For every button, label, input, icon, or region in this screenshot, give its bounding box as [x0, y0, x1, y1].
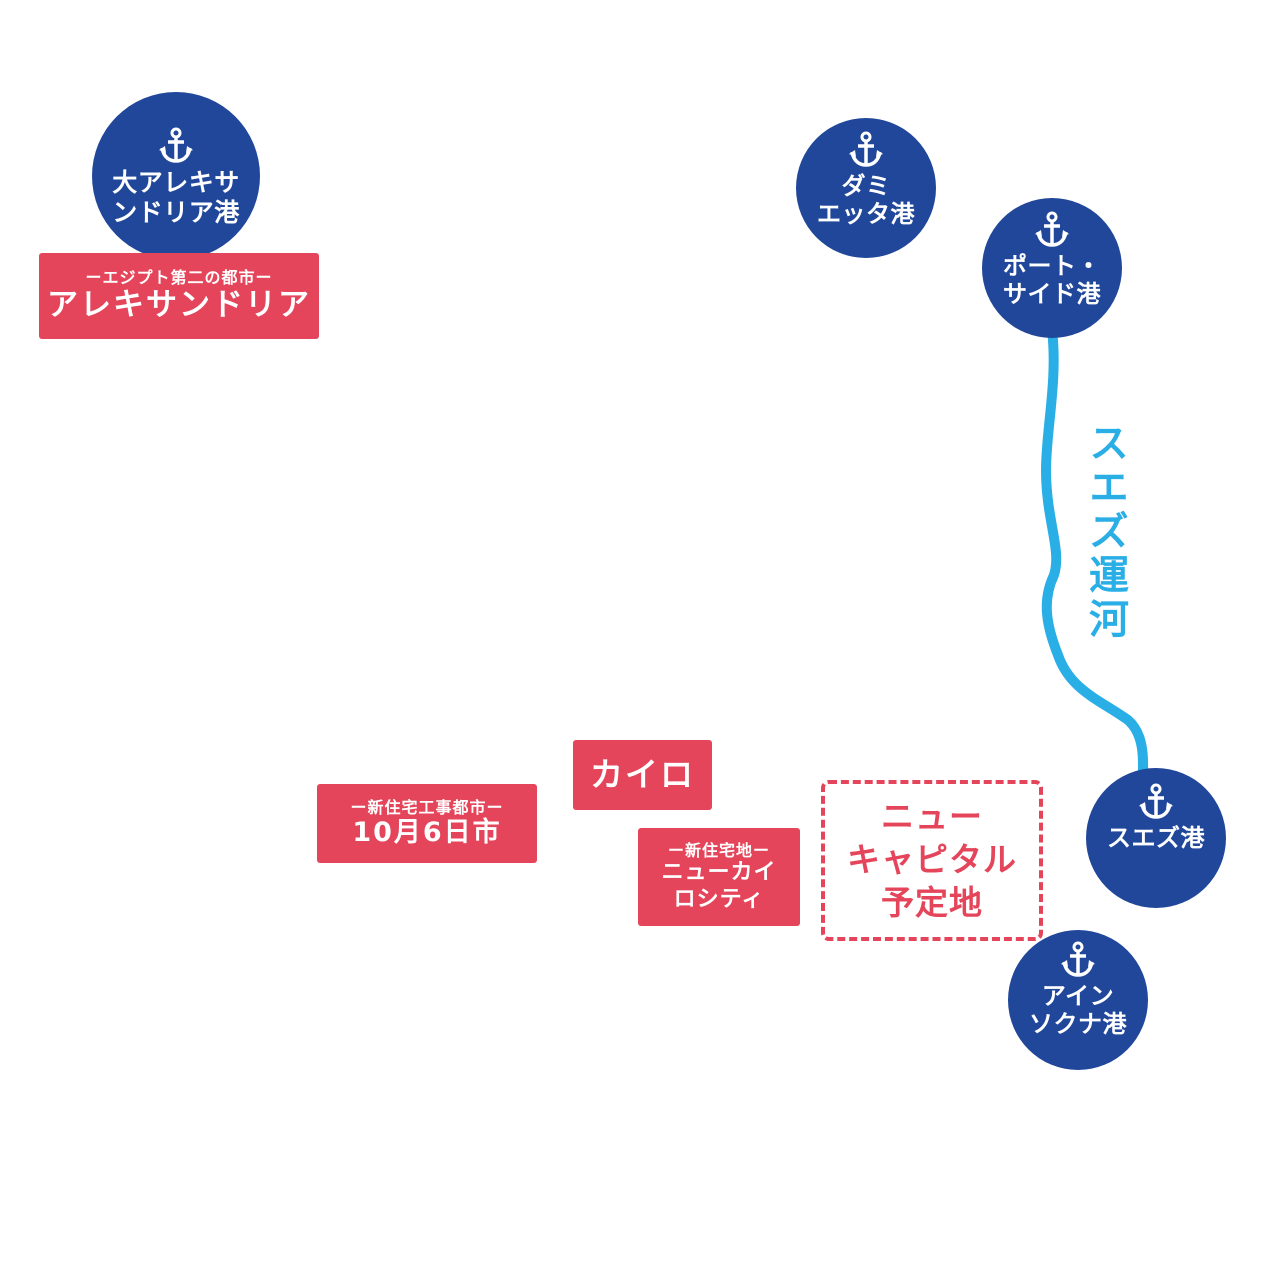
suez-canal-label: スエズ運河 [1082, 422, 1128, 642]
city-subtitle: ー新住宅工事都市ー [350, 797, 504, 817]
anchor-icon [849, 131, 883, 167]
port-name: ポート・ サイド港 [1003, 252, 1101, 309]
port-suez: スエズ港 [1086, 768, 1226, 908]
port-name: アイン ソクナ港 [1029, 982, 1127, 1039]
port-ain-sokhna: アイン ソクナ港 [1008, 930, 1148, 1070]
port-name: スエズ港 [1107, 824, 1205, 852]
new-capital-planned-area: ニュー キャピタル 予定地 [821, 780, 1043, 941]
city-tag-new-cairo: ー新住宅地ー ニューカイ ロシティ [638, 828, 800, 926]
anchor-icon [1035, 211, 1069, 247]
port-damietta: ダミ エッタ港 [796, 118, 936, 258]
city-name: ニューカイ ロシティ [661, 860, 777, 912]
city-tag-cairo: カイロ [573, 740, 712, 810]
city-name: 10月6日市 [352, 816, 502, 848]
anchor-icon [1061, 941, 1095, 977]
port-port-said: ポート・ サイド港 [982, 198, 1122, 338]
city-subtitle: ーエジプト第二の都市ー [85, 267, 273, 287]
city-tag-6th-october: ー新住宅工事都市ー 10月6日市 [317, 784, 537, 863]
port-alexandria: 大アレキサ ンドリア港 [92, 92, 260, 260]
city-name: カイロ [590, 755, 695, 795]
city-name: アレキサンドリア [47, 287, 311, 323]
city-name: ニュー キャピタル 予定地 [847, 797, 1017, 922]
anchor-icon [159, 127, 193, 163]
city-subtitle: ー新住宅地ー [667, 841, 770, 861]
anchor-icon [1139, 783, 1173, 819]
port-name: 大アレキサ ンドリア港 [112, 168, 240, 227]
port-name: ダミ エッタ港 [817, 172, 915, 229]
city-tag-alexandria: ーエジプト第二の都市ー アレキサンドリア [39, 253, 319, 339]
